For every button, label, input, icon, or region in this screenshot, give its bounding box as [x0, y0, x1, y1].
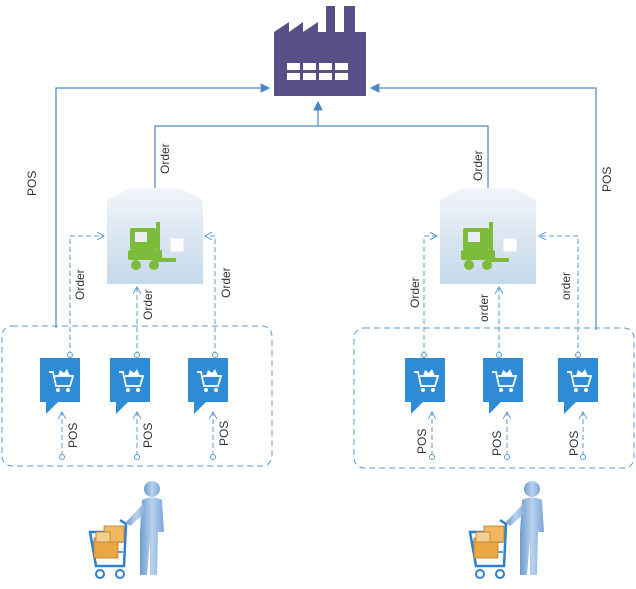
shopping-cart-store-icon — [40, 358, 80, 414]
pos-label-store-4: POS — [415, 429, 429, 454]
forklift-icon — [461, 222, 509, 270]
pos-label-store-6: POS — [567, 431, 581, 456]
pos-label-store-2: POS — [141, 423, 155, 448]
warehouse-right — [440, 188, 536, 284]
customer-with-cart-icon — [88, 481, 164, 579]
order-label-store-5: order — [477, 294, 491, 322]
order-label-left-warehouse: Order — [158, 143, 172, 174]
customer-with-cart-icon — [468, 481, 544, 579]
shopping-cart-store-icon — [483, 358, 523, 414]
order-label-store-1: Order — [73, 269, 87, 300]
pos-line-right — [369, 83, 597, 330]
order-label-store-2: Order — [141, 289, 155, 320]
forklift-icon — [128, 222, 176, 270]
pos-label-right: POS — [600, 167, 614, 192]
pos-line-left — [55, 83, 271, 328]
warehouse-left — [107, 188, 203, 284]
shopping-cart-store-icon — [405, 358, 445, 414]
order-line-right-warehouse — [318, 125, 489, 190]
pos-label-left: POS — [25, 171, 39, 196]
shopping-cart-store-icon — [558, 358, 598, 414]
order-label-store-3: Order — [219, 267, 233, 298]
factory-icon — [274, 6, 366, 96]
order-label-right-warehouse: Order — [471, 150, 485, 181]
pos-label-store-3: POS — [217, 421, 231, 446]
shopping-cart-store-icon — [110, 358, 150, 414]
store-group-left — [1, 325, 273, 467]
shopping-cart-store-icon — [188, 358, 228, 414]
order-line-left-warehouse — [154, 100, 323, 190]
pos-label-store-5: POS — [490, 431, 504, 456]
order-label-store-4: Order — [408, 277, 422, 308]
store-group-right — [353, 327, 635, 469]
pos-label-store-1: POS — [66, 423, 80, 448]
order-label-store-6: order — [559, 272, 573, 300]
